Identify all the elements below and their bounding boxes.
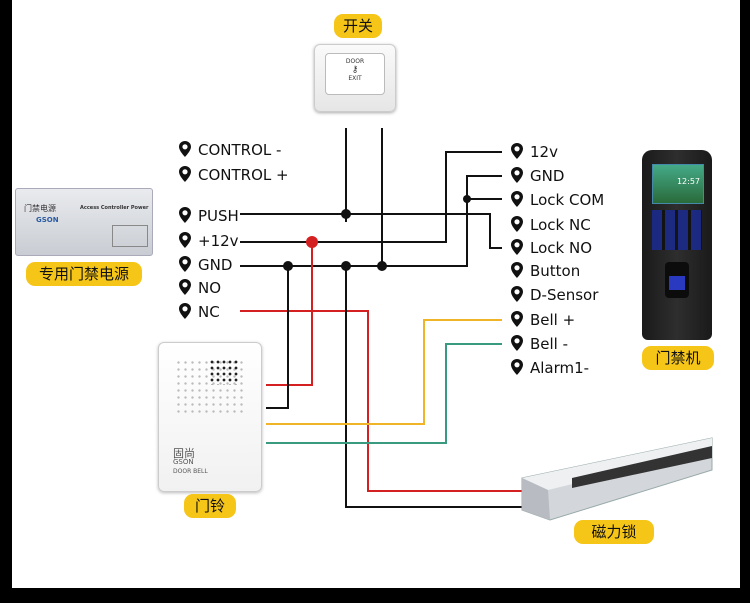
controller-clock: 12:57 bbox=[676, 177, 700, 186]
map-pin-icon bbox=[510, 359, 524, 376]
junction-dot bbox=[341, 209, 351, 219]
terminal-label: CONTROL + bbox=[198, 166, 289, 184]
controller-terminal: Bell - bbox=[510, 335, 568, 353]
map-pin-icon bbox=[510, 286, 524, 303]
terminal-label: NO bbox=[198, 279, 222, 297]
power-supply-title-en: Access Controller Power bbox=[80, 205, 149, 211]
terminal-label: Button bbox=[530, 262, 581, 280]
wires-layer bbox=[240, 128, 526, 508]
wire-bell-red bbox=[266, 242, 313, 386]
terminal-label: Bell - bbox=[530, 335, 569, 353]
junction-dot bbox=[463, 195, 471, 203]
junction-dot bbox=[341, 261, 351, 271]
map-pin-icon bbox=[178, 166, 192, 183]
wire-push bbox=[240, 213, 502, 249]
wire-bell-green bbox=[266, 343, 502, 444]
map-pin-icon bbox=[510, 239, 524, 256]
terminal-label: Bell + bbox=[530, 311, 576, 329]
controller-terminal: GND bbox=[510, 167, 564, 185]
wire-nc-red bbox=[240, 310, 526, 492]
terminal-label: 12v bbox=[530, 143, 558, 161]
terminal-label: Alarm1- bbox=[530, 359, 590, 377]
doorbell-caption: DOOR BELL bbox=[173, 468, 208, 475]
controller-terminal: Lock COM bbox=[510, 191, 604, 209]
fingerprint-sensor bbox=[665, 262, 689, 298]
junction-dot bbox=[306, 236, 318, 248]
terminal-label: Lock COM bbox=[530, 191, 605, 209]
exit-button-device: DOOR ⚷ EXIT bbox=[314, 44, 396, 112]
exit-button-door-text: DOOR bbox=[345, 58, 365, 65]
terminal-label: +12v bbox=[198, 232, 239, 250]
power-terminal: GND bbox=[178, 256, 232, 274]
exit-button-exit-text: EXIT bbox=[348, 75, 362, 82]
power-terminal: CONTROL - bbox=[178, 141, 281, 159]
wire-maglock-black bbox=[345, 266, 526, 508]
speaker-grille-dark bbox=[209, 359, 239, 385]
doorbell-brand: GSON bbox=[173, 458, 194, 466]
doorbell-brand-cn: 固尚 bbox=[173, 447, 195, 460]
map-pin-icon bbox=[510, 167, 524, 184]
controller-terminal: Alarm1- bbox=[510, 359, 589, 377]
access-controller-tag: 门禁机 bbox=[642, 346, 714, 370]
terminal-label: GND bbox=[530, 167, 565, 185]
controller-terminal: Bell + bbox=[510, 311, 575, 329]
wiring-diagram: 开关 DOOR ⚷ EXIT 门禁电源 Access Controller Po… bbox=[12, 0, 740, 588]
controller-keypad bbox=[652, 210, 702, 250]
map-pin-icon bbox=[178, 279, 192, 296]
map-pin-icon bbox=[510, 262, 524, 279]
junction-dot bbox=[377, 261, 387, 271]
doorbell-device: 固尚 GSON DOOR BELL bbox=[158, 342, 262, 492]
controller-terminal: Lock NC bbox=[510, 216, 591, 234]
power-terminal: +12v bbox=[178, 232, 239, 250]
map-pin-icon bbox=[178, 256, 192, 273]
wire-bell-yellow bbox=[266, 319, 502, 425]
wire-gnd bbox=[240, 175, 502, 267]
power-supply-tag: 专用门禁电源 bbox=[26, 262, 142, 286]
map-pin-icon bbox=[510, 335, 524, 352]
controller-terminal: D-Sensor bbox=[510, 286, 598, 304]
wire-bell-black bbox=[266, 266, 289, 409]
map-pin-icon bbox=[510, 216, 524, 233]
rating-label bbox=[112, 225, 148, 247]
power-supply-brand: GSON bbox=[36, 216, 59, 224]
wire-12v bbox=[240, 151, 502, 243]
map-pin-icon bbox=[178, 303, 192, 320]
exit-button-tag: 开关 bbox=[334, 14, 382, 38]
power-terminal: PUSH bbox=[178, 207, 239, 225]
terminal-label: NC bbox=[198, 303, 220, 321]
power-supply-title-cn: 门禁电源 bbox=[24, 204, 56, 213]
key-icon: ⚷ bbox=[351, 65, 359, 75]
junction-dot bbox=[283, 261, 293, 271]
maglock-tag: 磁力锁 bbox=[574, 520, 654, 544]
terminal-label: PUSH bbox=[198, 207, 239, 225]
terminal-label: GND bbox=[198, 256, 233, 274]
controller-screen: 12:57 bbox=[652, 164, 704, 204]
map-pin-icon bbox=[510, 311, 524, 328]
map-pin-icon bbox=[178, 207, 192, 224]
map-pin-icon bbox=[510, 143, 524, 160]
controller-terminal: Button bbox=[510, 262, 580, 280]
terminal-label: CONTROL - bbox=[198, 141, 282, 159]
terminal-label: Lock NO bbox=[530, 239, 592, 257]
controller-terminal: 12v bbox=[510, 143, 558, 161]
maglock-device bbox=[521, 437, 713, 521]
power-terminal: CONTROL + bbox=[178, 166, 289, 184]
terminal-label: Lock NC bbox=[530, 216, 591, 234]
map-pin-icon bbox=[178, 232, 192, 249]
terminal-label: D-Sensor bbox=[530, 286, 599, 304]
power-supply-device: 门禁电源 Access Controller Power GSON bbox=[15, 188, 153, 256]
map-pin-icon bbox=[510, 191, 524, 208]
power-terminal: NC bbox=[178, 303, 220, 321]
doorbell-tag: 门铃 bbox=[184, 494, 236, 518]
power-terminal: NO bbox=[178, 279, 221, 297]
map-pin-icon bbox=[178, 141, 192, 158]
controller-terminal: Lock NO bbox=[510, 239, 592, 257]
access-controller-device: 12:57 bbox=[642, 150, 712, 340]
